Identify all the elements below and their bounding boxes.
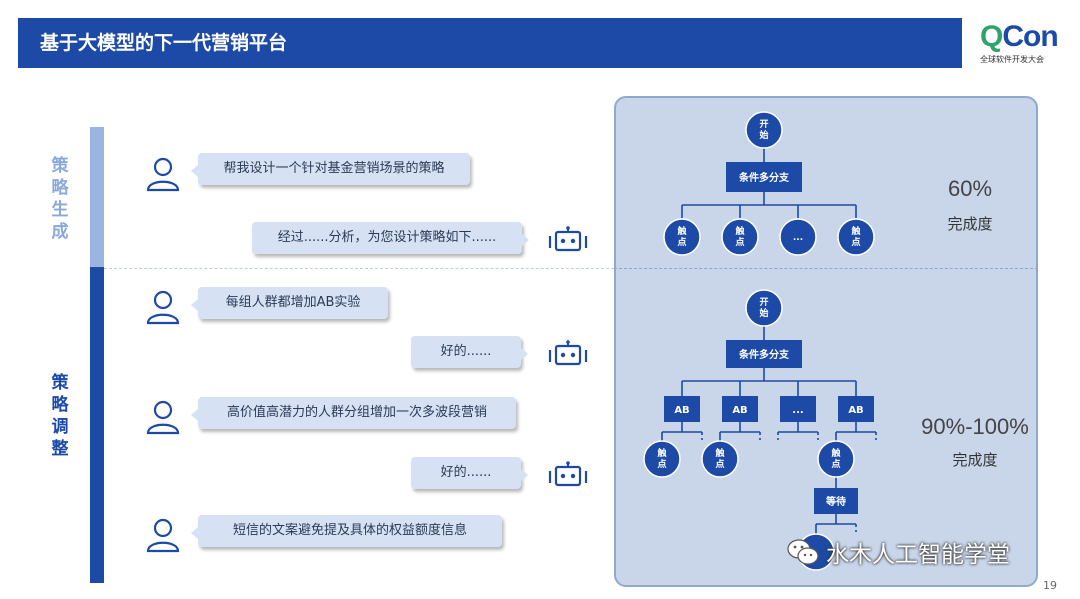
flow2-start-label: 开始 [759, 297, 768, 319]
flow2-start-char1: 开 [759, 297, 768, 308]
f1-leaf1-a: 触 [734, 225, 744, 237]
user-icon [146, 157, 180, 192]
f2-t0-a: 触 [656, 447, 666, 459]
flow1-start-node [745, 111, 783, 149]
user-icon [146, 400, 180, 435]
flow2-wait-label: 等待 [826, 495, 846, 508]
logo-subtitle: 全球软件开发大会 [980, 55, 1044, 64]
flow2-touch-node [643, 440, 681, 478]
f1-leaf1-b: 点 [735, 236, 744, 248]
robot-icon [548, 461, 588, 487]
flow2-touch-label: 触点 [830, 447, 840, 470]
completion-percent-1: 60% [947, 176, 993, 201]
flow2-start-char2: 始 [759, 307, 768, 319]
section-bar-adjust [90, 267, 104, 583]
flow2-ab-label: AB [674, 405, 689, 416]
title-bar: 基于大模型的下一代营销平台 [18, 18, 962, 68]
user-icon [146, 518, 180, 553]
flow2-ab-node [838, 396, 874, 422]
user-message-bubble: 短信的文案避免提及具体的权益额度信息 [191, 515, 502, 547]
f2-t0-b: 点 [657, 458, 666, 470]
flow2-ab-node [722, 396, 758, 422]
flow1-leaf-label: 触点 [676, 225, 686, 248]
bot-message-bubble: 好的...... [411, 336, 528, 368]
logo-q: Q [980, 20, 1003, 53]
flow2-branch-label: 条件多分支 [738, 348, 790, 361]
flow1-leaf-label: 触点 [734, 225, 744, 248]
f2-t2-a: 触 [830, 447, 840, 459]
flow1-leaf-label: 触点 [850, 225, 860, 248]
flow2-ab-label: AB [848, 405, 863, 416]
flow1-branch-label: 条件多分支 [738, 171, 790, 184]
flow1-ellipsis-node [779, 218, 817, 256]
flow2-branch-node [726, 340, 802, 368]
page-number: 19 [1043, 579, 1057, 592]
f1-leaf3-b: 点 [851, 236, 860, 248]
section-bar-generate [90, 127, 104, 267]
user-message-bubble: 高价值高潜力的人群分组增加一次多波段营销 [191, 397, 516, 429]
page-title: 基于大模型的下一代营销平台 [40, 32, 288, 54]
completion-percent-2: 90%-100% [921, 414, 1029, 439]
f1-leaf0-b: 点 [677, 236, 686, 248]
flow2-touch-node [817, 440, 855, 478]
flow2-start-node [745, 289, 783, 327]
flow1-leaf-label: ... [793, 233, 803, 243]
flow2-wait-node [814, 488, 858, 514]
bot-message-bubble: 好的...... [411, 457, 528, 489]
flow1-touch-node [837, 218, 875, 256]
wechat-watermark: 水木人工智能学堂 [786, 534, 1010, 570]
completion-label-2: 完成度 [952, 452, 998, 469]
flow1-start-char1: 开 [759, 119, 768, 130]
section-label-generate: 策略生成 [51, 156, 69, 242]
wechat-icon [787, 539, 819, 565]
flow2-ellipsis-node [780, 396, 816, 422]
flow1-touch-node [721, 218, 759, 256]
completion-label-1: 完成度 [947, 216, 993, 233]
flow2-touch-node [701, 440, 739, 478]
bot-message-bubble: 经过......分析，为您设计策略如下...... [252, 222, 529, 254]
user-message-bubble: 帮我设计一个针对基金营销场景的策略 [191, 153, 470, 185]
watermark-text: 水木人工智能学堂 [826, 542, 1010, 568]
flow2-ab-node [664, 396, 700, 422]
qcon-logo: QCon 全球软件开发大会 [980, 22, 1072, 65]
f2-t2-b: 点 [831, 458, 840, 470]
flow2-ab-label: AB [732, 405, 747, 416]
flow1-start-label: 开始 [759, 119, 768, 141]
flow1-branch-node [726, 162, 802, 192]
robot-icon [548, 226, 588, 252]
f1-leaf3-a: 触 [850, 225, 860, 237]
robot-icon [548, 340, 588, 366]
f2-t1-b: 点 [715, 458, 724, 470]
panel-divider [614, 268, 1038, 269]
flow2-ab-label: ... [792, 405, 803, 416]
f1-leaf0-a: 触 [676, 225, 686, 237]
section-label-adjust: 策略调整 [51, 373, 69, 459]
flow2-touch-label: 触点 [656, 447, 666, 470]
section-divider [104, 268, 614, 269]
user-message-bubble: 每组人群都增加AB实验 [191, 287, 388, 319]
flow2-touch-label: 触点 [714, 447, 724, 470]
logo-con: Con [1002, 20, 1058, 53]
f2-t1-a: 触 [714, 447, 724, 459]
flow1-start-char2: 始 [759, 129, 768, 141]
flow1-touch-node [663, 218, 701, 256]
user-icon [146, 290, 180, 325]
